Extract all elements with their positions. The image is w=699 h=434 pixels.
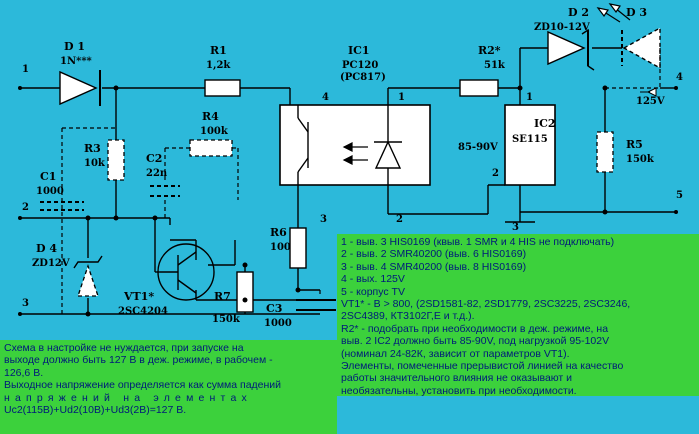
- c2-label: C2: [146, 152, 162, 165]
- d1-label: D 1: [64, 40, 85, 53]
- ic2-voltage: 85-90V: [458, 142, 498, 153]
- note-line: работы значительного влияния не оказываю…: [341, 372, 573, 385]
- note-line: Выходное напряжение определяется как сум…: [4, 379, 282, 392]
- ic2-label: IC2: [534, 117, 556, 130]
- resistor-r6: [289, 227, 307, 269]
- note-line: выв. 2 IC2 должно быть 85-90V, под нагру…: [341, 335, 610, 348]
- r6-label: R6: [270, 226, 287, 239]
- r2-label: R2*: [478, 44, 501, 57]
- vt1-label: VT1*: [123, 290, 154, 303]
- component-notes: 1 - выв. 3 HIS0169 (квыв. 1 SMR и 4 HIS …: [337, 234, 699, 396]
- junction-dots: [18, 85, 678, 317]
- output-voltage-label: 125V: [636, 96, 665, 107]
- r7-label: R7: [214, 290, 231, 303]
- ic2-pin3: 3: [512, 222, 519, 233]
- ic2-box: [504, 104, 556, 186]
- c3-label: C3: [266, 302, 282, 315]
- resistor-r3: [107, 139, 125, 181]
- zener-d4: [77, 263, 99, 297]
- note-line: VT1* - В > 800, (2SD1581-82, 2SD1779, 2S…: [341, 298, 631, 311]
- d3-label: D 3: [626, 6, 647, 19]
- c1-label: C1: [40, 170, 56, 183]
- resistor-r5: [596, 131, 614, 173]
- resistor-r7: [236, 271, 254, 313]
- ic1-label: IC1: [348, 44, 370, 57]
- r6-value: 100: [270, 242, 291, 253]
- ic2-pin1: 1: [526, 92, 533, 103]
- c3-value: 1000: [264, 318, 292, 329]
- d2-label: D 2: [568, 6, 589, 19]
- note-line: 2SC4389, КТ3102Г,Е и т.д.).: [341, 310, 475, 323]
- ic2-pin2: 2: [492, 168, 499, 179]
- resistor-r1: [204, 79, 241, 97]
- r5-value: 150k: [626, 154, 655, 165]
- diode-d2: [547, 30, 586, 66]
- terminal-2-label: 2: [22, 202, 29, 213]
- r2-value: 51k: [484, 60, 506, 71]
- ic1-pin2: 2: [396, 214, 403, 225]
- d2-type: ZD10-12V: [534, 22, 590, 33]
- terminal-5-label: 5: [676, 190, 683, 201]
- r3-value: 10k: [84, 158, 106, 169]
- r1-value: 1,2k: [206, 60, 231, 71]
- capacitor-c1: [40, 201, 84, 211]
- terminal-3-label: 3: [22, 298, 29, 309]
- note-line: 3 - выв. 4 SMR40200 (выв. 8 HIS0169): [341, 260, 527, 273]
- capacitor-c2: [150, 185, 180, 197]
- note-line: выходе должно быть 127 В в деж. режиме, …: [4, 354, 273, 367]
- vt1-type: 2SC4204: [118, 306, 168, 317]
- note-line: 4 - вых. 125V: [341, 273, 405, 286]
- c2-value: 22n: [146, 168, 168, 179]
- ic2-type: SE115: [512, 134, 548, 145]
- r4-label: R4: [202, 110, 219, 123]
- led-arrows: [596, 3, 631, 23]
- c1-value: 1000: [36, 186, 64, 197]
- note-line: 5 - корпус TV: [341, 285, 405, 298]
- note-line: напряжений на элементах: [4, 391, 252, 404]
- note-line: R2* - подобрать при необходимости в деж.…: [341, 322, 609, 335]
- terminal-1-label: 1: [22, 64, 29, 75]
- note-line: необязательны, установить при необходимо…: [341, 384, 577, 396]
- ic1-pin3: 3: [320, 214, 327, 225]
- ic1-alt: (PC817): [340, 72, 386, 83]
- ic1-pin4: 4: [322, 92, 329, 103]
- note-line: Элементы, помеченные прерывистой линией …: [341, 360, 624, 373]
- note-line: Uc2(115В)+Ud2(10В)+Ud3(2В)=127 В.: [4, 404, 187, 417]
- r7-value: 150k: [212, 314, 241, 325]
- resistor-r2: [459, 79, 499, 97]
- resistor-r4: [189, 139, 233, 157]
- d4-label: D 4: [36, 242, 57, 255]
- r1-label: R1: [210, 44, 227, 57]
- d4-type: ZD12V: [32, 258, 70, 269]
- ic1-optocoupler: [279, 104, 431, 186]
- note-line: (номинал 24-82К, зависит от параметров V…: [341, 347, 570, 360]
- ic1-pin1: 1: [398, 92, 405, 103]
- ic1-type: PC120: [342, 60, 378, 71]
- note-line: 1 - выв. 3 HIS0169 (квыв. 1 SMR и 4 HIS …: [341, 236, 615, 248]
- diode-d1: [59, 70, 98, 106]
- d1-type: 1N***: [60, 56, 93, 67]
- note-line: 2 - выв. 2 SMR40200 (выв. 6 HIS0169): [341, 248, 527, 261]
- note-line: 126,6 В.: [4, 366, 44, 379]
- r3-label: R3: [84, 142, 101, 155]
- r4-value: 100k: [200, 126, 229, 137]
- note-line: Схема в настройке не нуждается, при запу…: [4, 342, 244, 354]
- terminal-4-label: 4: [676, 72, 683, 83]
- setup-notes: Схема в настройке не нуждается, при запу…: [0, 340, 337, 434]
- r5-label: R5: [626, 138, 643, 151]
- capacitor-c3: [296, 299, 336, 311]
- led-d3: [622, 26, 661, 70]
- optional-wires: [61, 87, 660, 314]
